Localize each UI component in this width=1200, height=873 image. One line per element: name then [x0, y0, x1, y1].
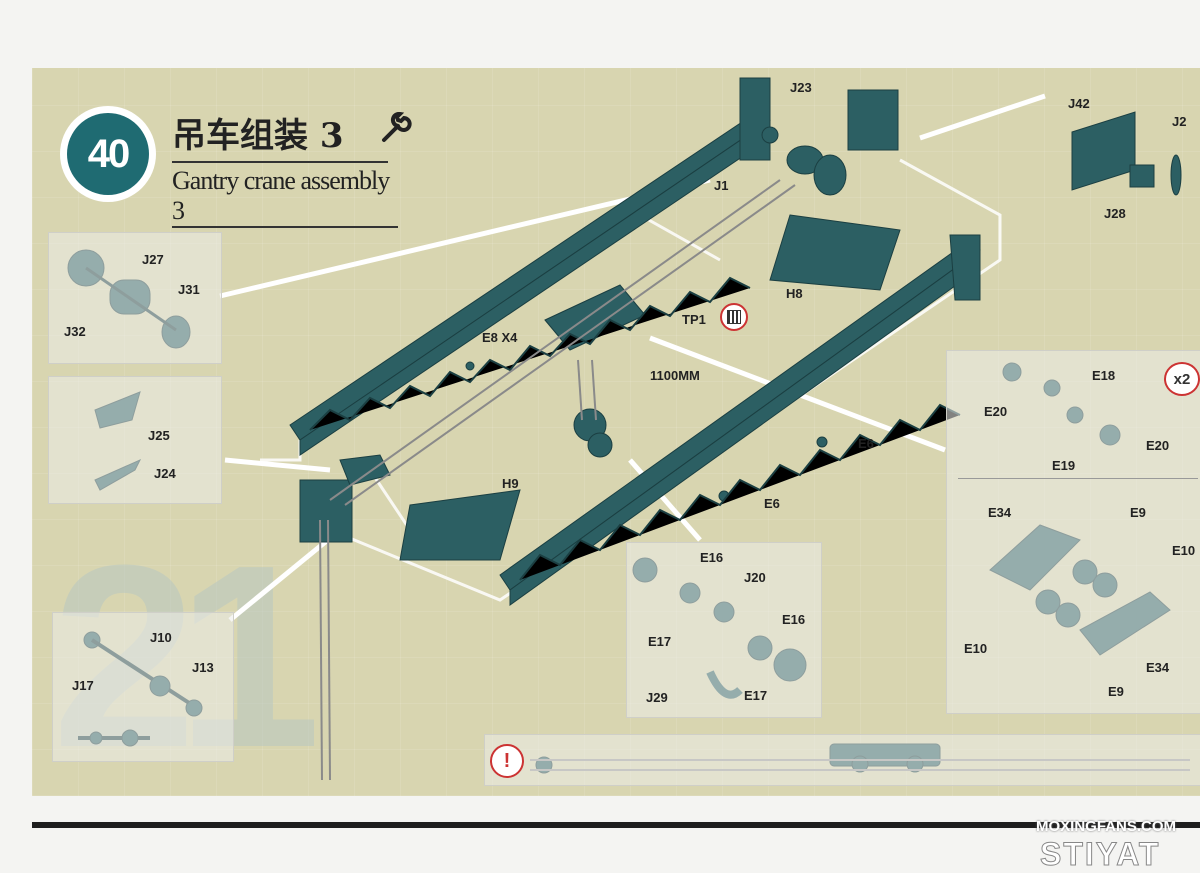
- label-j32: J32: [64, 324, 86, 339]
- label-h9: H9: [502, 476, 519, 491]
- label-e17b: E17: [744, 688, 768, 703]
- title-english: Gantry crane assembly 3: [172, 166, 398, 228]
- label-e20a: E20: [984, 404, 1008, 419]
- label-j1: J1: [714, 178, 729, 193]
- label-e34a: E34: [988, 505, 1012, 520]
- label-j2: J2: [1172, 114, 1187, 129]
- label-e34b: E34: [1146, 660, 1170, 675]
- label-j25: J25: [148, 428, 170, 443]
- label-h8: H8: [786, 286, 803, 301]
- label-length: 1100MM: [650, 368, 700, 383]
- tp1-icon: [720, 303, 748, 331]
- inset-panel-j27: [48, 232, 222, 364]
- inset-panel-j25: [48, 376, 222, 504]
- wrench-icon: [382, 112, 412, 142]
- bottom-rule: [32, 822, 1200, 828]
- label-e20b: E20: [1146, 438, 1170, 453]
- label-j20: J20: [744, 570, 766, 585]
- label-j17: J17: [72, 678, 94, 693]
- label-j28: J28: [1104, 206, 1126, 221]
- label-j27: J27: [142, 252, 164, 267]
- label-j24: J24: [154, 466, 176, 481]
- inset-panel-e16: [626, 542, 822, 718]
- label-e6a: E6: [858, 436, 874, 451]
- label-e9b: E9: [1108, 684, 1124, 699]
- label-e6b: E6: [764, 496, 780, 511]
- label-j13: J13: [192, 660, 214, 675]
- label-e10a: E10: [1172, 543, 1196, 558]
- title-chinese: 吊车组装 3: [172, 108, 388, 163]
- label-e16a: E16: [700, 550, 724, 565]
- label-j23: J23: [790, 80, 812, 95]
- label-e17a: E17: [648, 634, 672, 649]
- step-badge: 40: [60, 106, 156, 202]
- watermark-site: MOXINGFANS.COM: [1036, 818, 1177, 835]
- inset-divider: [958, 478, 1198, 479]
- watermark-text: STIYAT: [1039, 836, 1161, 873]
- quantity-badge: x2: [1164, 362, 1200, 396]
- label-e8x4: E8 X4: [482, 330, 518, 345]
- label-tp1: TP1: [682, 312, 706, 327]
- inset-panel-j10: [52, 612, 234, 762]
- label-j42: J42: [1068, 96, 1090, 111]
- exclamation-icon: !: [490, 744, 524, 778]
- label-j29: J29: [646, 690, 668, 705]
- label-e16b: E16: [782, 612, 806, 627]
- label-j10: J10: [150, 630, 172, 645]
- step-number: 40: [67, 113, 149, 195]
- label-e18: E18: [1092, 368, 1116, 383]
- label-e10b: E10: [964, 641, 988, 656]
- label-e9a: E9: [1130, 505, 1146, 520]
- inset-panel-wheels: [946, 350, 1200, 714]
- label-e19: E19: [1052, 458, 1076, 473]
- label-j31: J31: [178, 282, 200, 297]
- note-strip: [484, 734, 1200, 786]
